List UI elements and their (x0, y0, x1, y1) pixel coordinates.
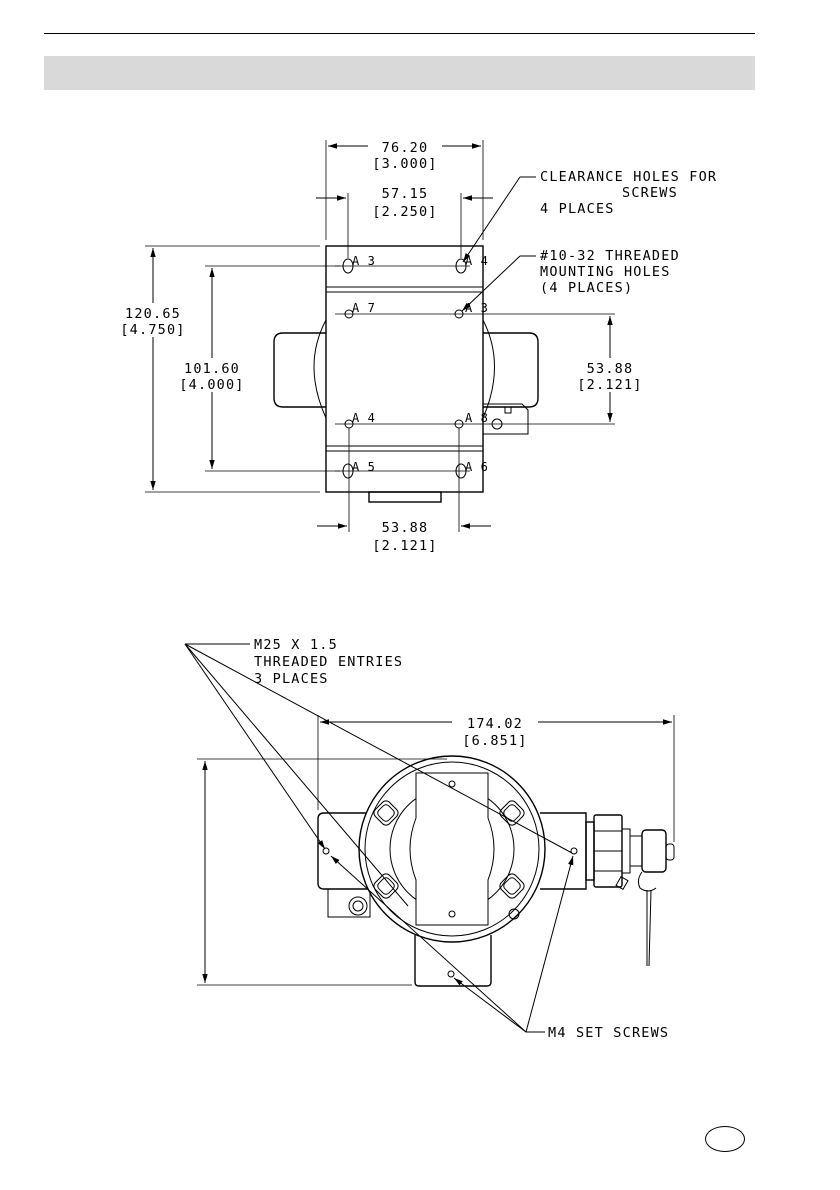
callout-text: THREADED ENTRIES (254, 654, 403, 670)
callout-text: M4 SET SCREWS (548, 1025, 669, 1041)
callout-text: CLEARANCE HOLES FOR (540, 169, 717, 185)
hole-label: A 6 (465, 460, 488, 474)
dim-value-inch: [2.121] (577, 377, 642, 393)
dim-value: 53.88 (587, 361, 634, 377)
dim-bottom-offset: 53.88 [2.121] (317, 428, 491, 554)
hole-label: A 5 (352, 460, 375, 474)
callout-text: M25 X 1.5 (254, 637, 338, 653)
right-bracket (483, 404, 528, 434)
language-badge (705, 1126, 745, 1152)
right-entry (540, 813, 586, 889)
cable-gland-plug (586, 815, 674, 966)
hole-label: A 4 (465, 254, 488, 268)
callout-text: #10-32 THREADED (540, 248, 680, 264)
callout-text: SCREWS (622, 185, 678, 201)
mounting-plate (326, 246, 483, 492)
dim-value: 101.60 (184, 361, 240, 377)
hole-label: A 4 (352, 411, 375, 425)
dim-value: 53.88 (382, 520, 429, 536)
hole-label: A 8 (465, 411, 488, 425)
dim-value-inch: [3.000] (372, 156, 437, 172)
callout-text: (4 PLACES) (540, 280, 633, 296)
top-view: A 3 A 4 A 7 A 3 A 4 A 8 A 5 A 6 76.20 [3… (118, 139, 717, 554)
right-entry-boss (483, 333, 538, 407)
callout-text: 3 PLACES (254, 671, 329, 687)
dim-value-inch: [4.750] (120, 322, 185, 338)
dim-value: 174.02 (467, 716, 523, 732)
callout-text: 4 PLACES (540, 201, 615, 217)
center-lines (335, 266, 615, 471)
dim-width-outer-text: 76.20 (382, 140, 429, 156)
dim-height-holes: 101.60 [4.000] (178, 266, 340, 471)
dim-value-inch: [4.000] (179, 377, 244, 393)
hole-label: A 3 (465, 301, 488, 315)
round-housing (359, 756, 545, 942)
dim-value-inch: [2.250] (372, 204, 437, 220)
dim-value-inch: [6.851] (462, 733, 527, 749)
dim-value: 57.15 (382, 186, 429, 202)
dim-right-offset: 53.88 [2.121] (575, 316, 647, 422)
dim-value: 120.65 (125, 306, 181, 322)
callout-text: MOUNTING HOLES (540, 264, 671, 280)
front-view: 174.02 [6.851] M25 X 1.5 THREADED ENTRIE… (185, 637, 674, 1041)
hole-label: A 3 (352, 254, 375, 268)
bottom-tab (369, 492, 441, 502)
dim-value-inch: [2.121] (372, 538, 437, 554)
hole-label: A 7 (352, 301, 375, 315)
callout-threaded-holes: #10-32 THREADED MOUNTING HOLES (4 PLACES… (462, 248, 680, 311)
dim-width-holes: 57.15 [2.250] (316, 186, 493, 258)
